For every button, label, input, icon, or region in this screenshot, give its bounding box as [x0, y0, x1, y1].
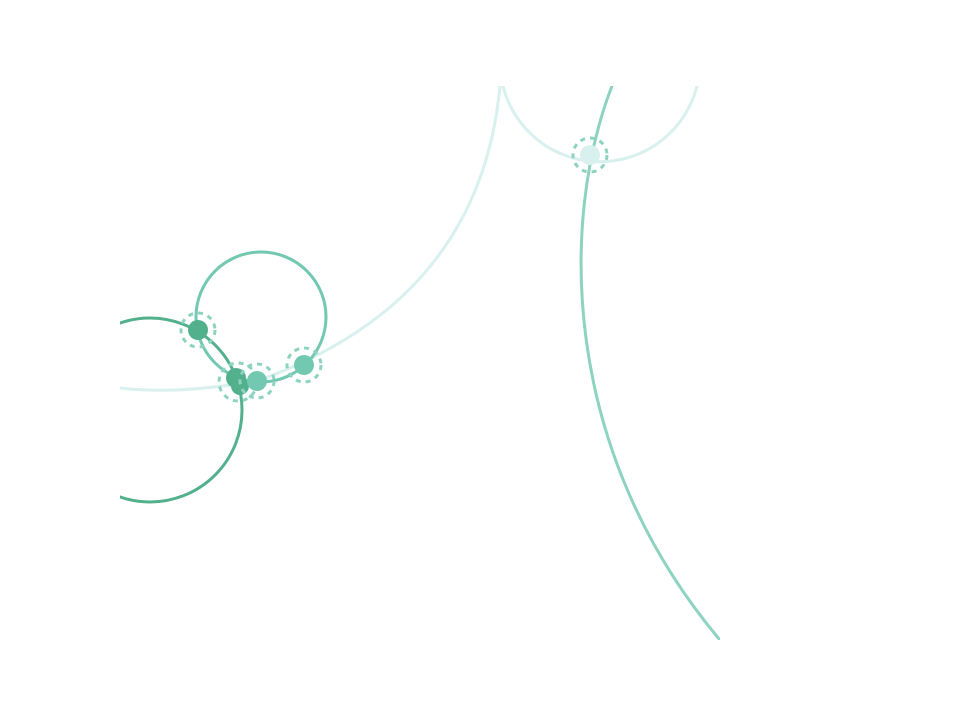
marker-right[interactable]	[285, 346, 323, 384]
marker-center-b[interactable]	[238, 362, 276, 400]
pale-arc-top	[501, 86, 699, 164]
marker-left[interactable]	[179, 311, 217, 349]
green-circle-left	[120, 316, 244, 504]
pale-arc-large	[120, 86, 502, 392]
marker-top[interactable]	[571, 136, 609, 174]
